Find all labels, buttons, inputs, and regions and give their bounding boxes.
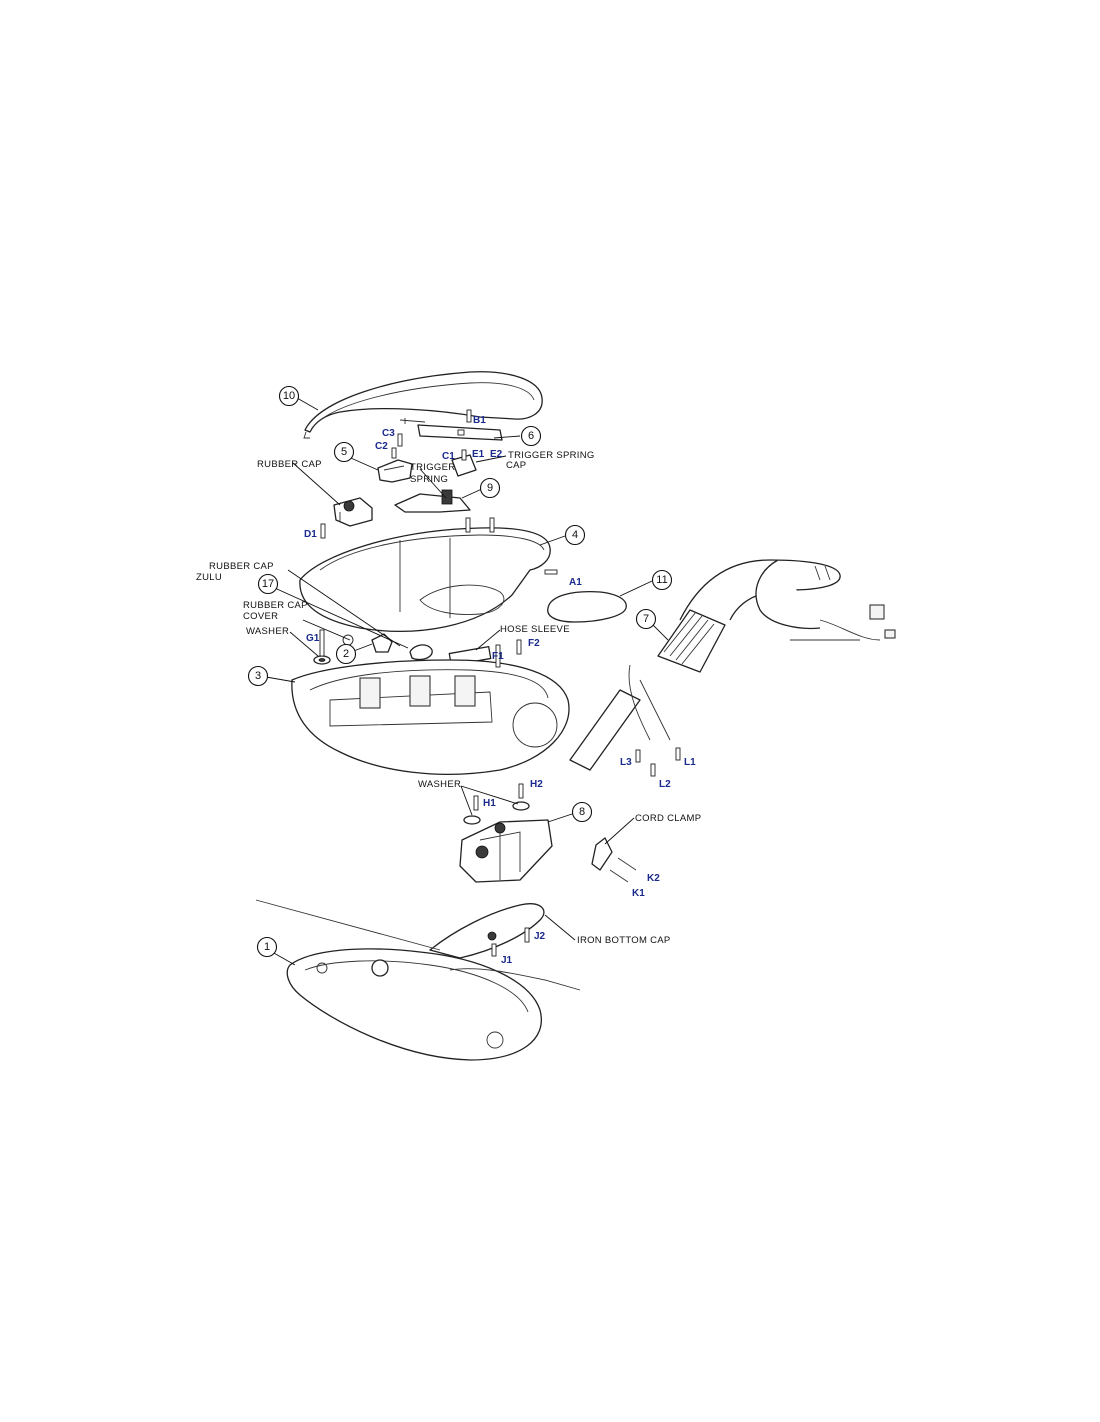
callout-2-label: 2 <box>343 648 349 660</box>
callout-11-label: 11 <box>656 574 667 586</box>
code-l2: L2 <box>659 779 671 790</box>
callout-11: 11 <box>651 569 673 591</box>
label-rubber-cap: RUBBER CAP <box>257 459 322 470</box>
callout-6: 6 <box>520 425 542 447</box>
code-k2: K2 <box>647 873 660 884</box>
callout-10: 10 <box>278 385 300 407</box>
callout-7: 7 <box>635 608 657 630</box>
part-2-rubber-cap-cover <box>342 633 433 661</box>
callout-9-label: 9 <box>487 482 493 494</box>
label-washer-mid: WASHER <box>418 779 461 790</box>
code-e2: E2 <box>490 449 503 460</box>
part-1-soleplate <box>255 899 581 1061</box>
label-trigger-spring-2: SPRING <box>410 474 448 485</box>
callout-4-label: 4 <box>572 529 578 541</box>
label-rubber-cap-cover-2: COVER <box>243 611 278 622</box>
callout-17-label: 17 <box>262 578 274 590</box>
part-5-trigger <box>377 459 413 483</box>
label-iron-bottom-cap: IRON BOTTOM CAP <box>577 935 671 946</box>
code-c1: C1 <box>442 451 455 462</box>
label-washer-left: WASHER <box>246 626 289 637</box>
code-j2: J2 <box>534 931 546 942</box>
part-cord-clamp <box>591 837 637 883</box>
callout-3: 3 <box>247 665 269 687</box>
callout-4: 4 <box>564 524 586 546</box>
label-rubber-cap-zulu-2: ZULU <box>196 572 222 583</box>
callout-5-label: 5 <box>341 446 347 458</box>
part-11-rear-cap <box>547 590 627 623</box>
code-k1: K1 <box>632 888 645 899</box>
part-4-upper-housing <box>299 527 551 632</box>
code-j1: J1 <box>501 955 513 966</box>
code-l1: L1 <box>684 757 696 768</box>
callout-8: 8 <box>571 801 593 823</box>
part-6-trigger-plate <box>399 418 503 441</box>
part-8-hinge-bracket <box>459 801 553 883</box>
part-washer-g1 <box>313 655 331 665</box>
code-h1: H1 <box>483 798 496 809</box>
part-7-hose-cord <box>569 559 896 771</box>
label-rubber-cap-zulu-1: RUBBER CAP <box>209 561 274 572</box>
callout-10-label: 10 <box>283 390 295 402</box>
code-e1: E1 <box>472 449 485 460</box>
code-l3: L3 <box>620 757 632 768</box>
label-cord-clamp: CORD CLAMP <box>635 813 701 824</box>
callout-5: 5 <box>333 441 355 463</box>
code-c3: C3 <box>382 428 395 439</box>
label-rubber-cap-cover-1: RUBBER CAP <box>243 600 308 611</box>
code-g1: G1 <box>306 633 320 644</box>
callout-6-label: 6 <box>528 430 534 442</box>
screw-set <box>319 409 681 957</box>
callout-2: 2 <box>335 643 357 665</box>
callout-17: 17 <box>257 573 279 595</box>
label-trigger-spring-cap-2: CAP <box>506 460 526 471</box>
code-f1: F1 <box>492 651 504 662</box>
callout-8-label: 8 <box>579 806 585 818</box>
label-trigger-spring-1: TRIGGER <box>410 462 455 473</box>
callout-1-label: 1 <box>264 941 270 953</box>
code-d1: D1 <box>304 529 317 540</box>
part-3-lower-housing <box>291 659 570 775</box>
callout-1: 1 <box>256 936 278 958</box>
code-a1: A1 <box>569 577 582 588</box>
code-f2: F2 <box>528 638 540 649</box>
label-hose-sleeve: HOSE SLEEVE <box>500 624 570 635</box>
callout-3-label: 3 <box>255 670 261 682</box>
part-rubber-cap <box>333 497 373 527</box>
part-10-handle-cover <box>303 371 543 439</box>
label-trigger-spring-cap-1: TRIGGER SPRING <box>508 450 595 461</box>
code-h2: H2 <box>530 779 543 790</box>
callout-9: 9 <box>479 477 501 499</box>
callout-7-label: 7 <box>643 613 649 625</box>
code-b1: B1 <box>473 415 486 426</box>
part-9-spring-bracket <box>394 489 471 513</box>
part-iron-bottom-cap <box>429 903 545 959</box>
code-c2: C2 <box>375 441 388 452</box>
